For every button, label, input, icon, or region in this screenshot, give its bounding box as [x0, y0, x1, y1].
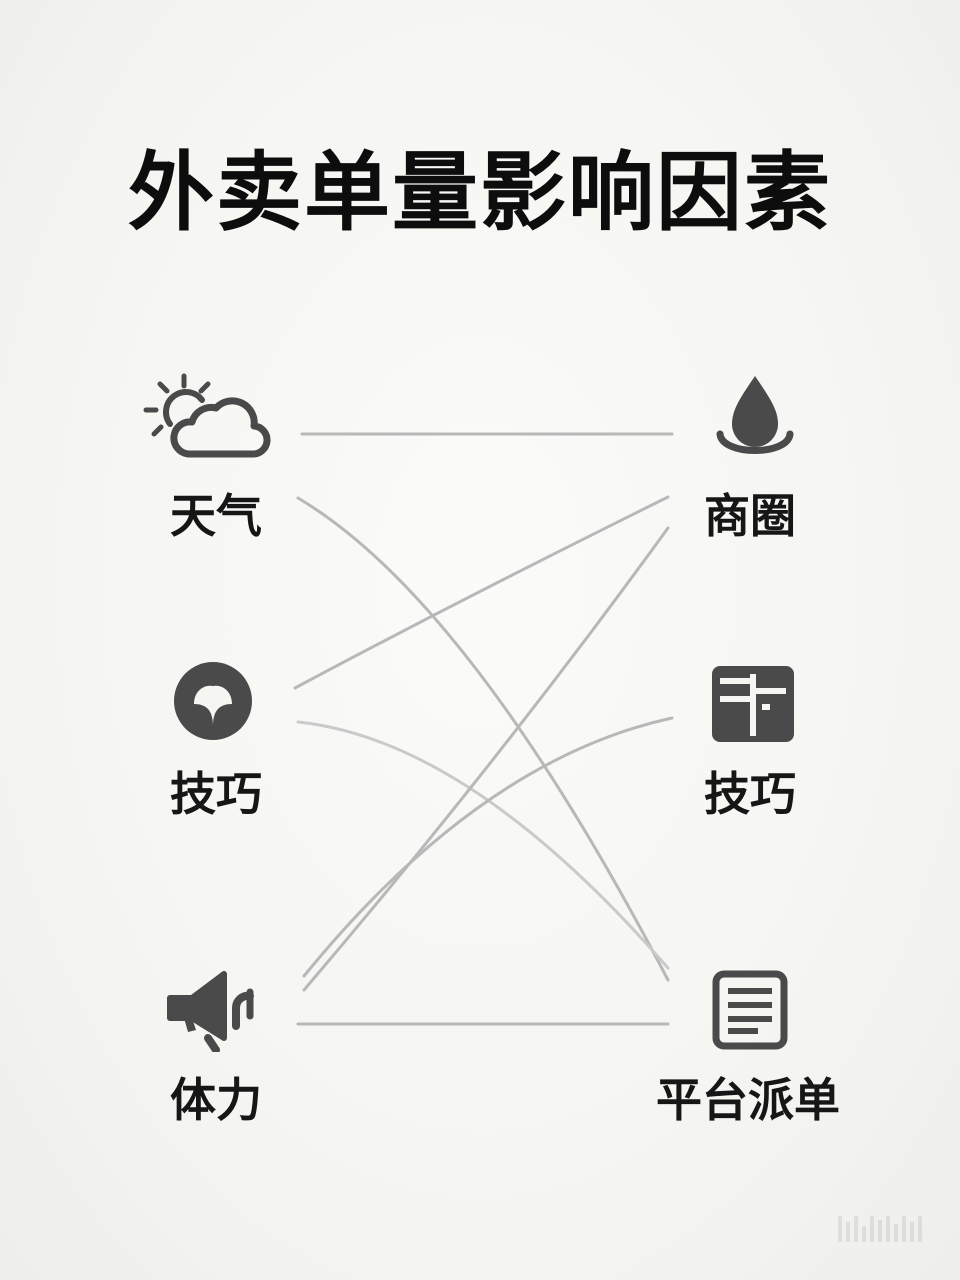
right-label-business-district: 商圈 — [704, 489, 796, 543]
connector-weather-to-platform-dispatch — [296, 496, 670, 982]
connector-skill-to-platform-dispatch — [296, 720, 670, 970]
connector-stamina-to-business-district — [302, 526, 670, 992]
right-label-platform-dispatch: 平台派单 — [656, 1073, 840, 1127]
connector-stamina-to-skill — [302, 716, 674, 978]
leaf-circle-icon — [172, 660, 254, 742]
megaphone-icon — [166, 968, 258, 1054]
page-title: 外卖单量影响因素 — [128, 143, 832, 243]
grid-panel-icon — [712, 666, 794, 742]
left-label-weather: 天气 — [170, 489, 262, 543]
left-label-stamina: 体力 — [170, 1073, 262, 1127]
watermark-logo — [838, 1216, 922, 1242]
right-label-skill: 技巧 — [704, 767, 796, 821]
left-label-skill: 技巧 — [170, 767, 262, 821]
document-icon — [712, 970, 788, 1050]
connector-skill-to-business-district — [293, 495, 670, 690]
sun-cloud-icon — [140, 372, 272, 464]
water-drop-icon — [710, 372, 800, 462]
